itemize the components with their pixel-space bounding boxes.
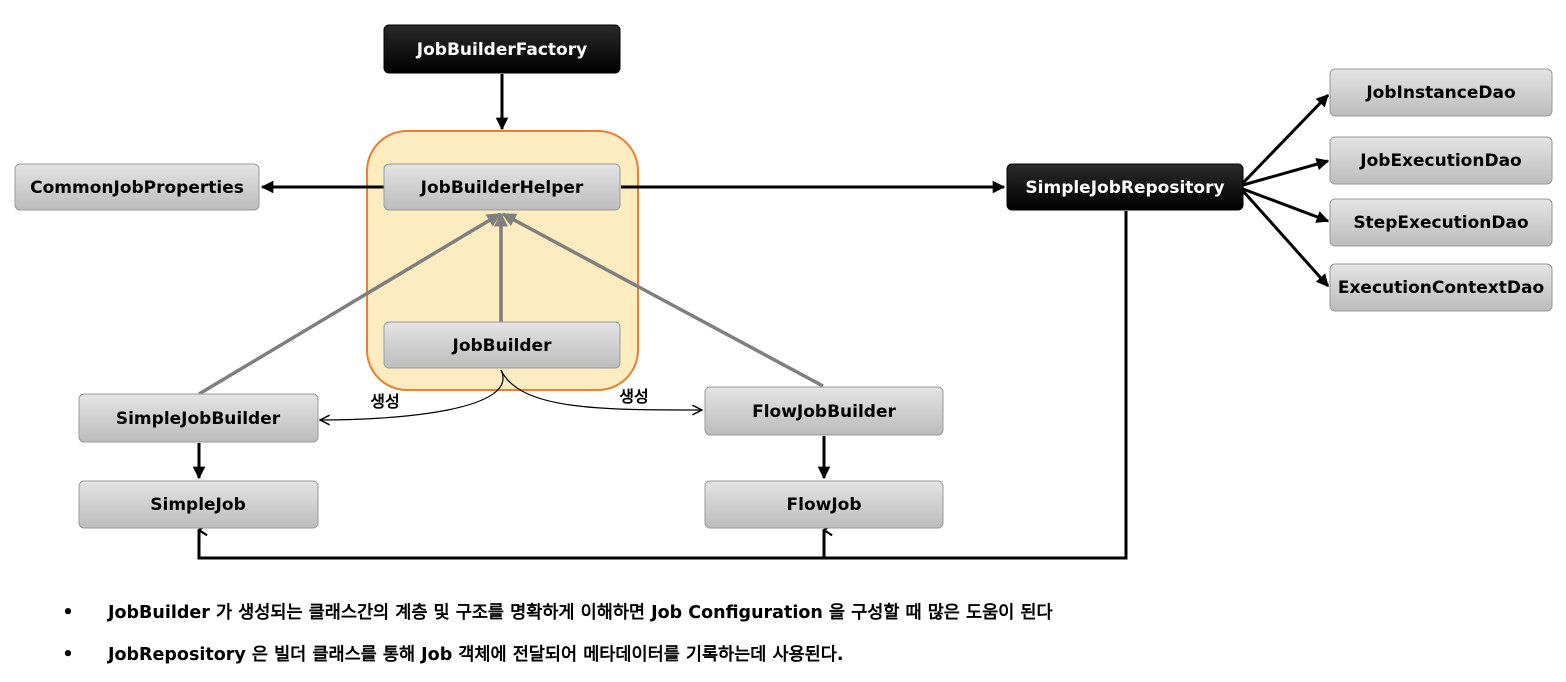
association-arrows	[192, 74, 1330, 480]
node-simple-job-repository[interactable]: SimpleJobRepository	[1006, 163, 1244, 211]
flow-job-builder-label: FlowJobBuilder	[752, 402, 896, 422]
flow-job-label: FlowJob	[787, 495, 862, 515]
job-builder-factory-label: JobBuilderFactory	[416, 40, 587, 60]
node-execution-context-dao[interactable]: ExecutionContextDao	[1329, 263, 1553, 312]
execution-context-dao-label: ExecutionContextDao	[1338, 278, 1544, 298]
node-common-job-properties[interactable]: CommonJobProperties	[14, 163, 260, 211]
job-instance-dao-label: JobInstanceDao	[1365, 83, 1515, 103]
node-simple-job-builder[interactable]: SimpleJobBuilder	[78, 393, 319, 443]
job-execution-dao-label: JobExecutionDao	[1359, 151, 1521, 171]
note-text: JobBuilder 가 생성되는 클래스간의 계층 및 구조를 명확하게 이해…	[108, 603, 1053, 623]
step-execution-dao-label: StepExecutionDao	[1353, 213, 1528, 233]
job-builder-helper-label: JobBuilderHelper	[420, 178, 584, 198]
create-label-right: 생성	[619, 387, 648, 406]
node-job-builder-helper[interactable]: JobBuilderHelper	[383, 163, 621, 211]
arrow-repo-to-instance-dao	[1241, 93, 1330, 185]
repository-to-flow-job	[822, 211, 1128, 560]
node-simple-job[interactable]: SimpleJob	[78, 480, 319, 529]
repository-to-simple-job	[197, 523, 824, 560]
repository-injection-line	[197, 211, 1128, 560]
simple-job-repository-label: SimpleJobRepository	[1025, 178, 1224, 198]
create-curve-left	[320, 369, 504, 420]
common-job-properties-label: CommonJobProperties	[30, 178, 244, 198]
simple-job-builder-label: SimpleJobBuilder	[116, 409, 281, 429]
node-job-instance-dao[interactable]: JobInstanceDao	[1329, 68, 1553, 117]
note-text: JobRepository 은 빌더 클래스를 통해 Job 객체에 전달되어 …	[108, 645, 844, 665]
bullet-icon: •	[62, 603, 74, 623]
simple-job-label: SimpleJob	[150, 495, 245, 515]
inherit-simple-job-builder	[198, 212, 502, 396]
node-job-builder[interactable]: JobBuilder	[383, 321, 621, 369]
job-builder-label: JobBuilder	[452, 336, 553, 356]
arrow-repo-to-step-dao	[1242, 187, 1330, 223]
creation-curves: 생성 생성	[320, 369, 702, 420]
node-job-builder-factory[interactable]: JobBuilderFactory	[383, 24, 621, 74]
inheritance-lines	[198, 212, 824, 396]
arrow-repo-to-execution-dao	[1242, 158, 1330, 187]
node-job-execution-dao[interactable]: JobExecutionDao	[1329, 136, 1553, 185]
notes-list: • JobBuilder 가 생성되는 클래스간의 계층 및 구조를 명확하게 …	[60, 598, 1540, 682]
note-item: • JobRepository 은 빌더 클래스를 통해 Job 객체에 전달되…	[60, 640, 1540, 682]
node-flow-job-builder[interactable]: FlowJobBuilder	[704, 386, 944, 436]
node-flow-job[interactable]: FlowJob	[704, 480, 944, 529]
create-label-left: 생성	[370, 392, 399, 411]
node-step-execution-dao[interactable]: StepExecutionDao	[1329, 198, 1553, 247]
inherit-flow-job-builder	[501, 212, 824, 388]
bullet-icon: •	[62, 645, 74, 665]
note-item: • JobBuilder 가 생성되는 클래스간의 계층 및 구조를 명확하게 …	[60, 598, 1540, 640]
arrow-repo-to-context-dao	[1241, 189, 1330, 288]
create-curve-right	[500, 369, 702, 410]
